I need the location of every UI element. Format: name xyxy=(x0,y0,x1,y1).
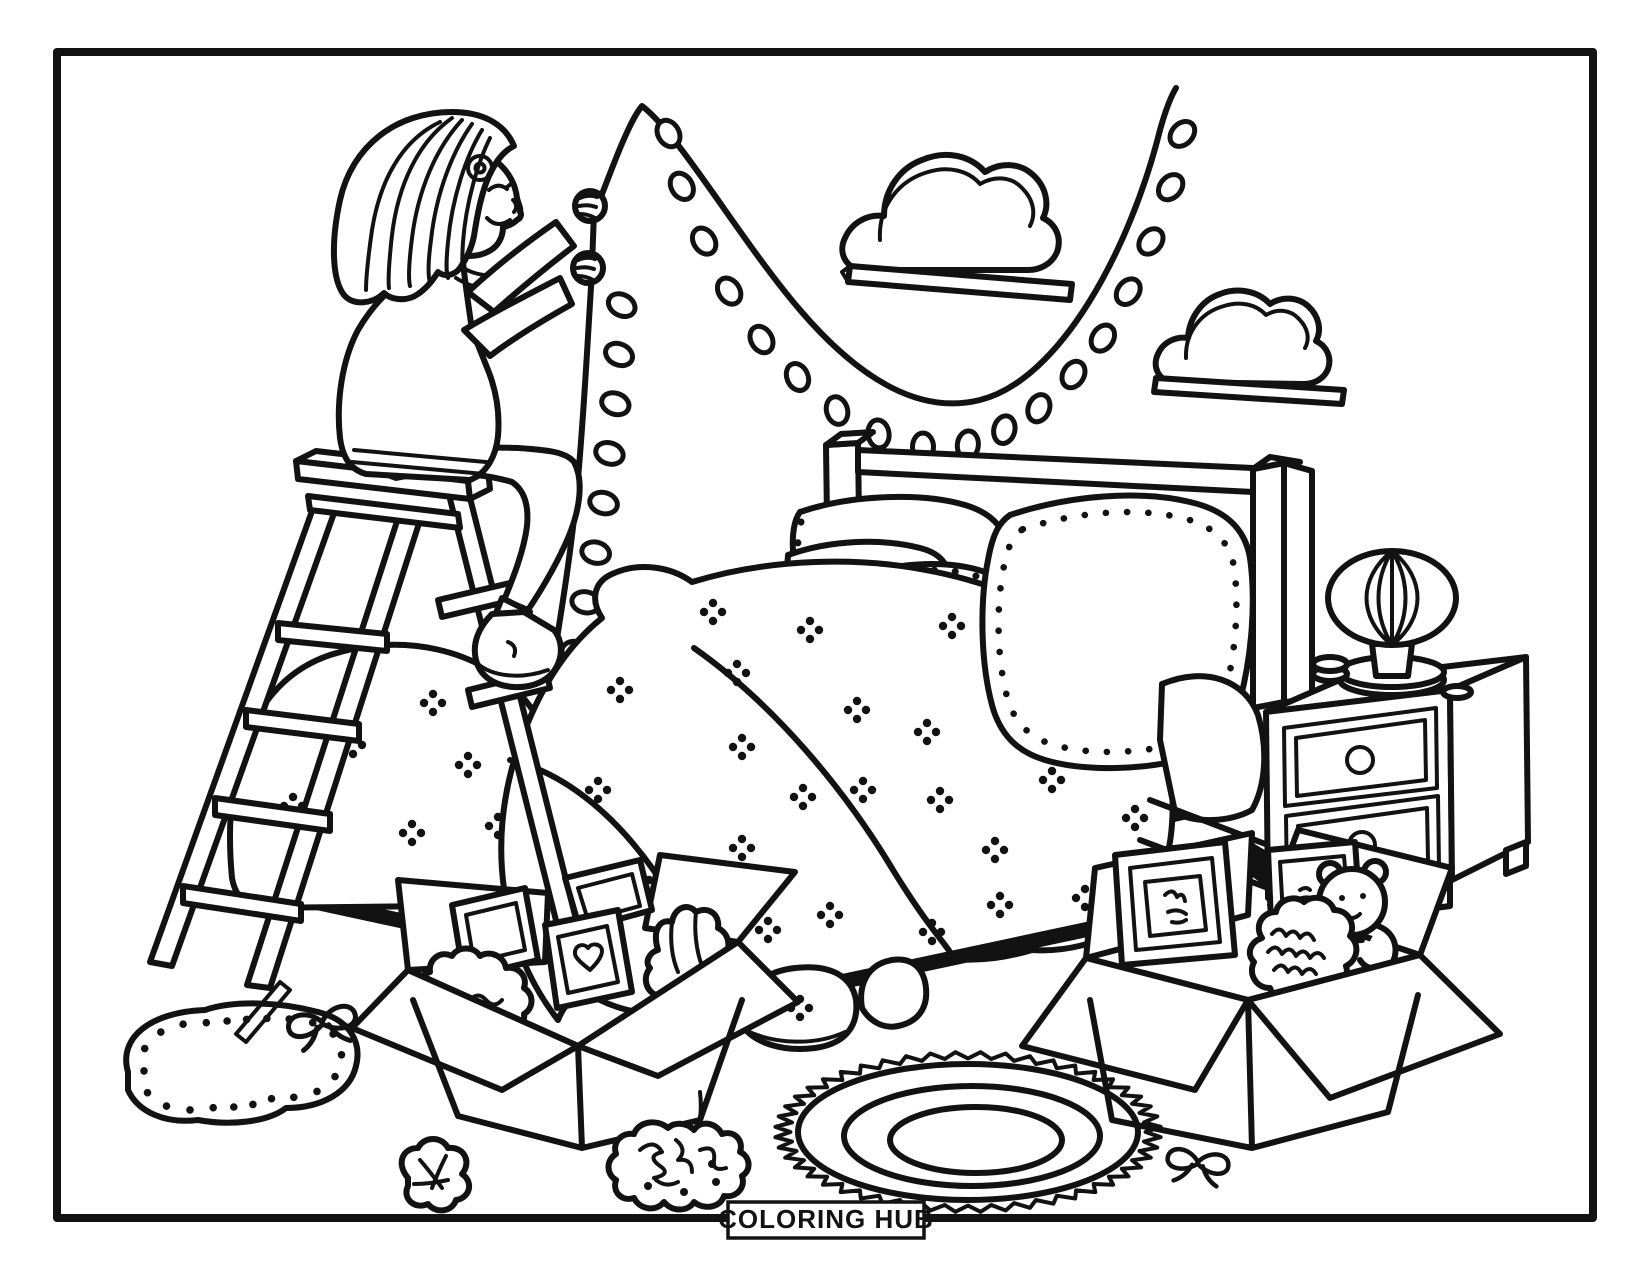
scrunchie xyxy=(1246,894,1360,1004)
girl-head xyxy=(330,109,524,306)
moving-box-left xyxy=(349,852,801,1151)
girl-leg xyxy=(367,444,583,691)
girl xyxy=(330,109,608,691)
blob-rug-dots xyxy=(140,1014,346,1114)
bow-right xyxy=(1165,1148,1230,1188)
branding-text: COLORING HUB xyxy=(718,1204,934,1234)
cloud-shelf-left xyxy=(839,151,1075,303)
round-rug xyxy=(773,1050,1163,1214)
cloud-shelf-right xyxy=(1151,287,1347,407)
girl-hair-clip xyxy=(466,154,494,182)
branding-label: COLORING HUB xyxy=(718,1200,934,1240)
step-ladder xyxy=(147,448,594,991)
moving-box-right xyxy=(1019,827,1503,1151)
blob-rug xyxy=(123,1000,361,1126)
table-lamp xyxy=(1310,548,1474,701)
frame-art-scribble xyxy=(1163,889,1188,925)
floor-items xyxy=(234,980,1230,1214)
stick xyxy=(234,980,292,1044)
girl-shoe xyxy=(471,609,564,691)
box-right-contents xyxy=(1112,839,1399,1004)
girl-smile xyxy=(485,216,512,226)
scribble-toy xyxy=(605,1090,752,1213)
clover-scribble xyxy=(398,1136,473,1214)
heart-frame-art xyxy=(572,942,604,972)
girl-eye xyxy=(487,181,514,192)
girl-arms xyxy=(461,188,608,359)
